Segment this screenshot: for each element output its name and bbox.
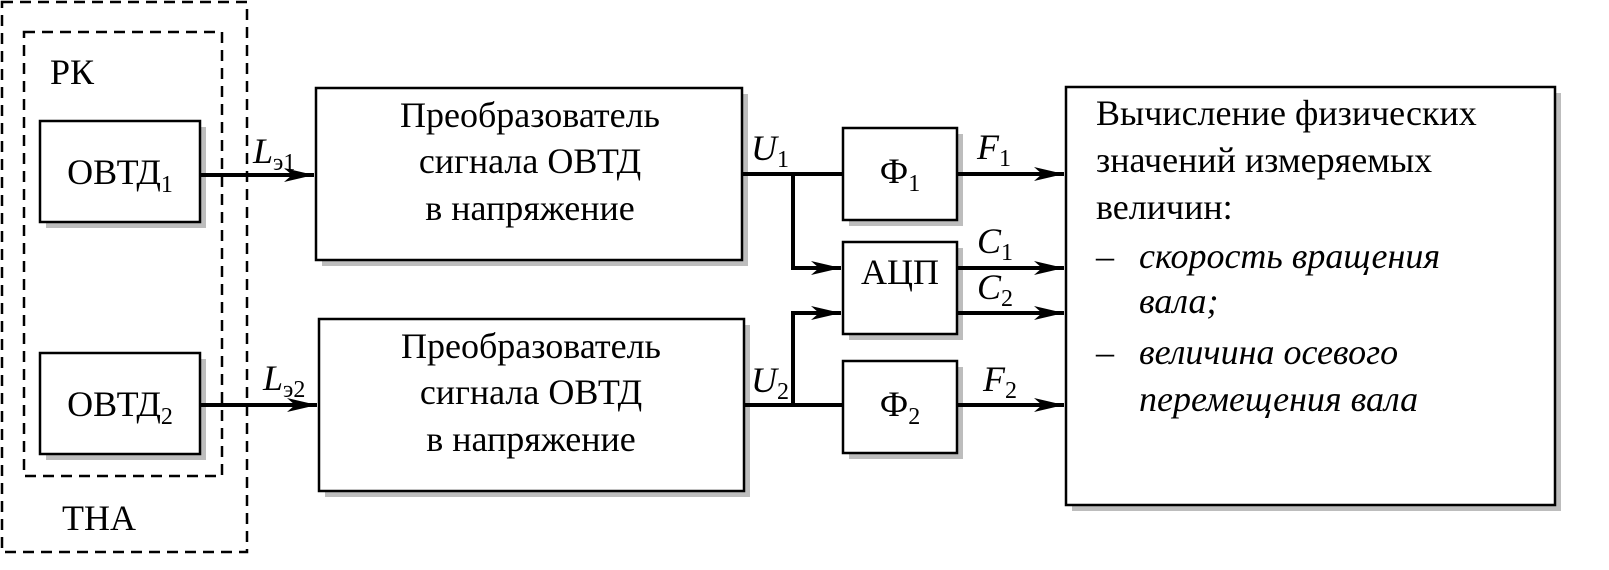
signal-l1-label: Lэ1 bbox=[252, 131, 295, 176]
adc-block: АЦП bbox=[841, 240, 963, 340]
adc-label: АЦП bbox=[861, 252, 939, 292]
signal-c2-label: C2 bbox=[977, 267, 1013, 312]
tna-label: ТНА bbox=[62, 498, 136, 538]
filter-2-block: Ф2 bbox=[841, 359, 963, 459]
converter-1-line-2: сигнала ОВТД bbox=[419, 141, 641, 181]
converter-1-block: Преобразователь сигнала ОВТД в напряжени… bbox=[314, 86, 748, 266]
wire-u1-to-adc bbox=[791, 174, 841, 275]
rk-label: РК bbox=[50, 52, 95, 92]
bullet-dash-1: – bbox=[1095, 236, 1115, 276]
wire-u2-to-adc bbox=[791, 306, 841, 405]
converter-2-block: Преобразователь сигнала ОВТД в напряжени… bbox=[317, 317, 750, 497]
item-2-line-2: перемещения вала bbox=[1139, 379, 1418, 419]
signal-l2-label: Lэ2 bbox=[262, 358, 305, 403]
signal-u2-label: U2 bbox=[751, 360, 789, 405]
bullet-dash-2: – bbox=[1095, 332, 1115, 372]
compute-title-line-2: значений измеряемых bbox=[1096, 140, 1432, 180]
signal-c1-label: C1 bbox=[977, 221, 1013, 266]
sensor-1-block: ОВТД1 bbox=[38, 119, 206, 228]
sensor-1-label: ОВТД1 bbox=[67, 152, 173, 198]
filter-1-label: Ф1 bbox=[880, 151, 920, 197]
converter-1-line-3: в напряжение bbox=[425, 188, 634, 228]
converter-2-line-1: Преобразователь bbox=[401, 326, 661, 366]
rk-frame bbox=[22, 30, 224, 478]
filter-1-block: Ф1 bbox=[841, 126, 963, 226]
item-1-line-2: вала; bbox=[1139, 281, 1219, 321]
signal-f2-label: F2 bbox=[982, 359, 1017, 404]
item-2-line-1: величина осевого bbox=[1139, 332, 1398, 372]
signal-u1-label: U1 bbox=[751, 128, 789, 173]
filter-2-label: Ф2 bbox=[880, 384, 920, 430]
signal-f1-label: F1 bbox=[976, 127, 1011, 172]
compute-title-line-3: величин: bbox=[1096, 187, 1233, 227]
converter-2-line-3: в напряжение bbox=[426, 419, 635, 459]
compute-title-line-1: Вычисление физических bbox=[1096, 93, 1477, 133]
tna-frame bbox=[0, 0, 249, 554]
compute-block: Вычисление физических значений измеряемы… bbox=[1064, 85, 1561, 511]
item-1-line-1: скорость вращения bbox=[1139, 236, 1440, 276]
sensor-2-block: ОВТД2 bbox=[38, 351, 206, 460]
converter-2-line-2: сигнала ОВТД bbox=[420, 372, 642, 412]
converter-1-line-1: Преобразователь bbox=[400, 95, 660, 135]
sensor-2-label: ОВТД2 bbox=[67, 384, 173, 430]
